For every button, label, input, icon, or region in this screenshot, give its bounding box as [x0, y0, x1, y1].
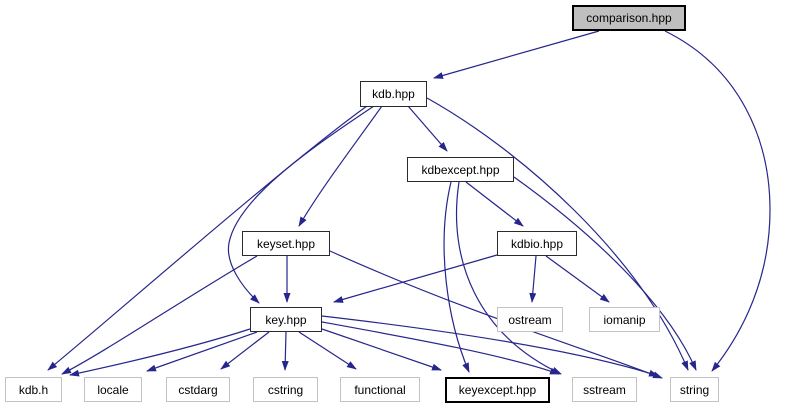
edge-key.hpp-to-kdb.h [69, 328, 251, 377]
edge-kdbio.hpp-to-key.hpp [333, 254, 498, 303]
edge-kdb.hpp-to-kdbexcept.hpp [407, 105, 448, 152]
node-keyexcept-hpp[interactable]: keyexcept.hpp [445, 377, 550, 403]
node-sstream: sstream [572, 377, 637, 402]
node-key-hpp[interactable]: key.hpp [250, 307, 322, 332]
node-keyset-hpp[interactable]: keyset.hpp [242, 231, 330, 256]
node-kdbio-hpp[interactable]: kdbio.hpp [497, 231, 577, 256]
edge-kdbexcept.hpp-to-sstream [455, 181, 562, 375]
node-kdb-h: kdb.h [5, 377, 62, 402]
edge-key.hpp-to-sstream [321, 321, 560, 375]
node-locale: locale [84, 377, 142, 402]
edge-kdbio.hpp-to-ostream [529, 255, 537, 303]
edge-kdb.hpp-to-kdb.h [47, 105, 368, 371]
node-ostream: ostream [497, 307, 563, 332]
edge-key.hpp-to-keyexcept.hpp [321, 328, 442, 371]
edge-keyset.hpp-to-kdb.h [61, 255, 258, 375]
edge-comparison.hpp-to-string [664, 30, 771, 372]
edge-key.hpp-to-string [321, 315, 659, 377]
node-string: string [670, 377, 719, 402]
edge-kdbexcept.hpp-to-kdbio.hpp [465, 181, 524, 227]
edge-key.hpp-to-locale [146, 331, 258, 372]
edge-key.hpp-to-functional [298, 331, 357, 370]
edge-key.hpp-to-cstdarg [220, 331, 270, 370]
edge-comparison.hpp-to-kdb.hpp [433, 30, 600, 79]
node-comparison-hpp[interactable]: comparison.hpp [572, 5, 686, 31]
edge-kdbexcept.hpp-to-string [513, 176, 697, 371]
edge-kdbexcept.hpp-to-keyexcept.hpp [443, 181, 470, 373]
node-iomanip: iomanip [589, 307, 660, 332]
edge-key.hpp-to-cstring [281, 331, 289, 371]
edge-kdb.hpp-to-string [426, 97, 689, 371]
node-kdb-hpp[interactable]: kdb.hpp [360, 81, 427, 107]
edge-kdbio.hpp-to-iomanip [545, 255, 610, 303]
node-cstdarg: cstdarg [166, 377, 230, 402]
node-cstring: cstring [253, 377, 318, 402]
node-functional: functional [340, 377, 420, 402]
edge-kdb.hpp-to-keyset.hpp [298, 105, 383, 227]
edge-kdb.hpp-to-key.hpp [227, 105, 375, 304]
node-kdbexcept-hpp[interactable]: kdbexcept.hpp [407, 157, 514, 182]
